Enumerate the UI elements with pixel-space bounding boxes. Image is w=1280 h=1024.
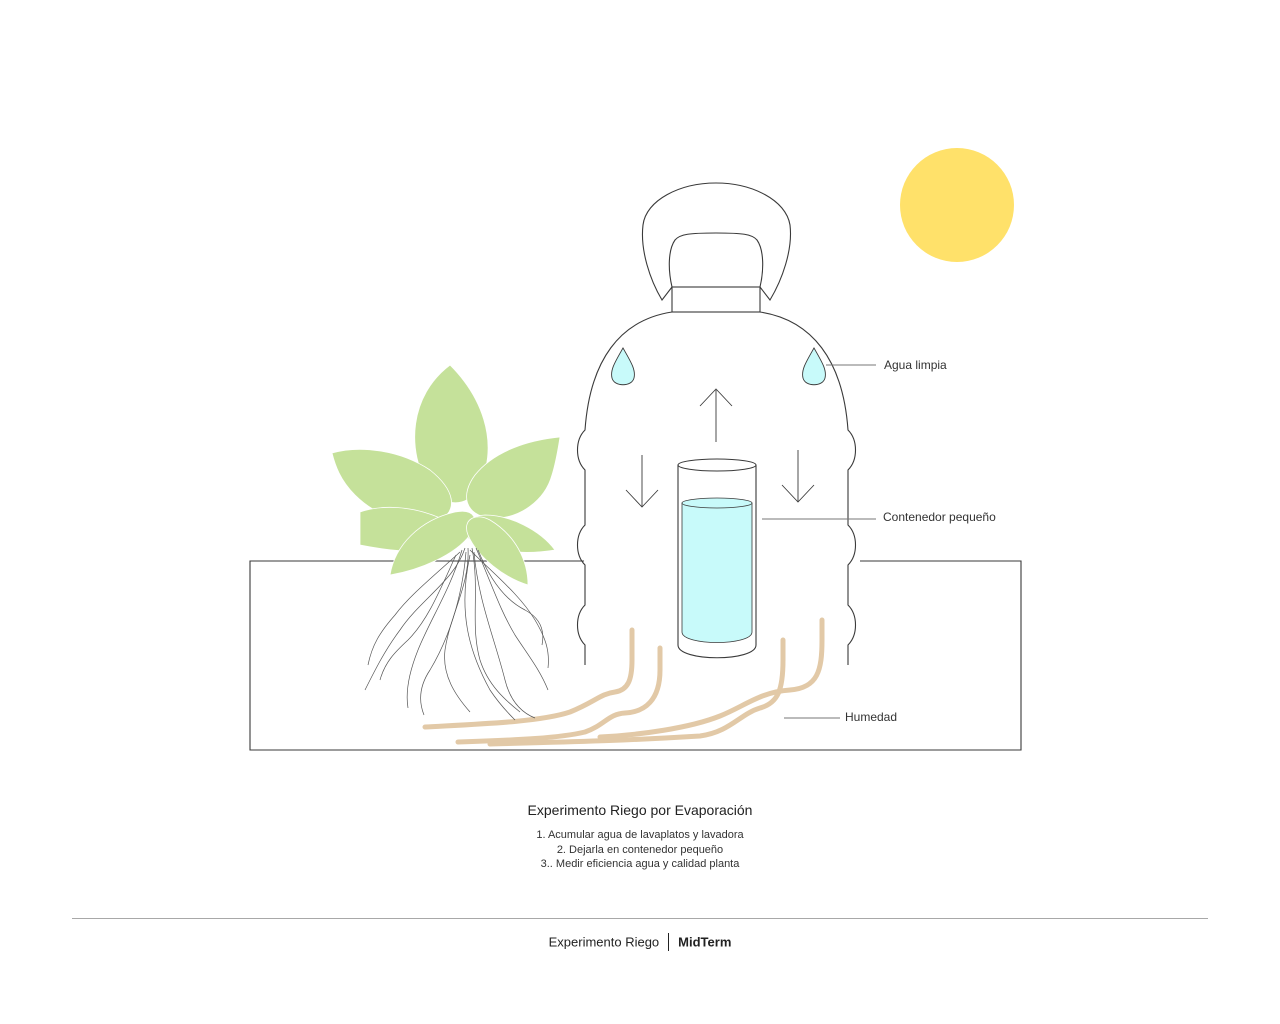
- caption-step: 1. Acumular agua de lavaplatos y lavador…: [536, 829, 744, 841]
- caption-title: Experimento Riego por Evaporación: [527, 802, 753, 818]
- footer-divider: [72, 918, 1208, 919]
- water-drop-icon: [611, 347, 826, 386]
- leaf: [389, 510, 476, 576]
- soil-box: [249, 560, 1022, 751]
- caption-step: 2. Dejarla en contenedor pequeño: [556, 843, 724, 856]
- arrow-down-icon: [781, 450, 815, 503]
- footer-project: Experimento Riego: [548, 934, 660, 950]
- bottle-icon: [576, 182, 857, 665]
- sun-icon: [900, 148, 1014, 262]
- caption-steps: 1. Acumular agua de lavaplatos y lavador…: [0, 828, 1280, 872]
- label-humidity: Humedad: [845, 710, 897, 724]
- footer: Experimento Riego MidTerm: [0, 933, 1280, 952]
- label-small-container: Contenedor pequeño: [883, 510, 996, 524]
- plant-icon: [331, 364, 561, 586]
- caption: Experimento Riego por Evaporación 1. Acu…: [0, 802, 1280, 872]
- roots-icon: [364, 547, 549, 721]
- arrow-down-icon: [625, 455, 659, 508]
- arrow-up-icon: [699, 388, 733, 442]
- moisture-lines: [422, 617, 825, 747]
- footer-course: MidTerm: [678, 934, 732, 950]
- label-clean-water: Agua limpia: [884, 358, 947, 372]
- small-container: [677, 458, 757, 659]
- caption-step: 3.. Medir eficiencia agua y calidad plan…: [540, 858, 740, 870]
- footer-separator: [668, 933, 670, 951]
- leaf: [414, 364, 489, 504]
- leaf: [466, 516, 529, 586]
- leader-lines: [762, 364, 876, 719]
